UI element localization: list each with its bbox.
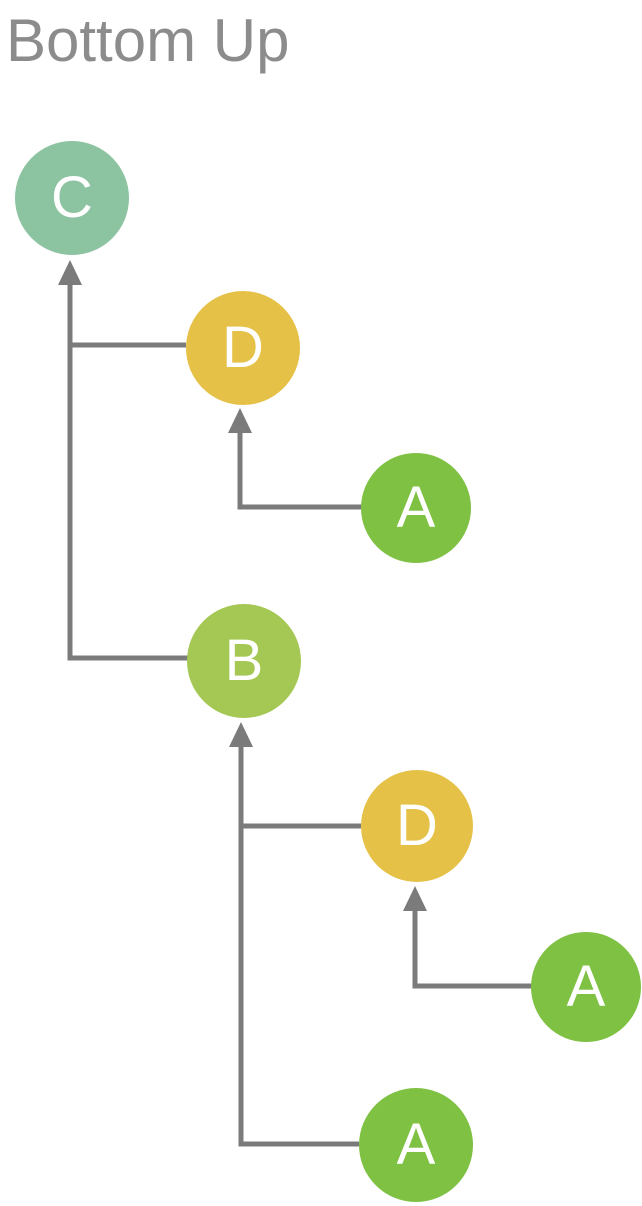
arrowhead-b-to-c-icon	[58, 260, 82, 285]
node-d2-label: D	[396, 793, 438, 858]
node-c-label: C	[51, 165, 93, 230]
arrowhead-a2-to-d2-icon	[403, 886, 427, 911]
node-a2-label: A	[566, 954, 606, 1019]
node-b-label: B	[224, 628, 264, 693]
node-a1-label: A	[396, 475, 436, 540]
arrowhead-a1-to-d1-icon	[228, 408, 252, 433]
diagram-title: Bottom Up	[6, 7, 290, 74]
node-a3-label: A	[396, 1112, 436, 1177]
arrowhead-a3-to-b-icon	[229, 722, 253, 747]
node-a1: A	[361, 453, 471, 563]
node-c: C	[15, 141, 129, 255]
edge-a1-to-d1	[237, 426, 362, 510]
node-d1-label: D	[222, 315, 264, 380]
node-d1: D	[186, 291, 300, 405]
edge-a2-to-d2	[412, 904, 532, 989]
edge-a3-to-b	[238, 740, 359, 1147]
node-a3: A	[359, 1088, 473, 1202]
node-a2: A	[531, 932, 641, 1042]
node-d2: D	[361, 770, 473, 882]
node-b: B	[187, 604, 301, 718]
edge-b-to-c	[67, 278, 188, 661]
